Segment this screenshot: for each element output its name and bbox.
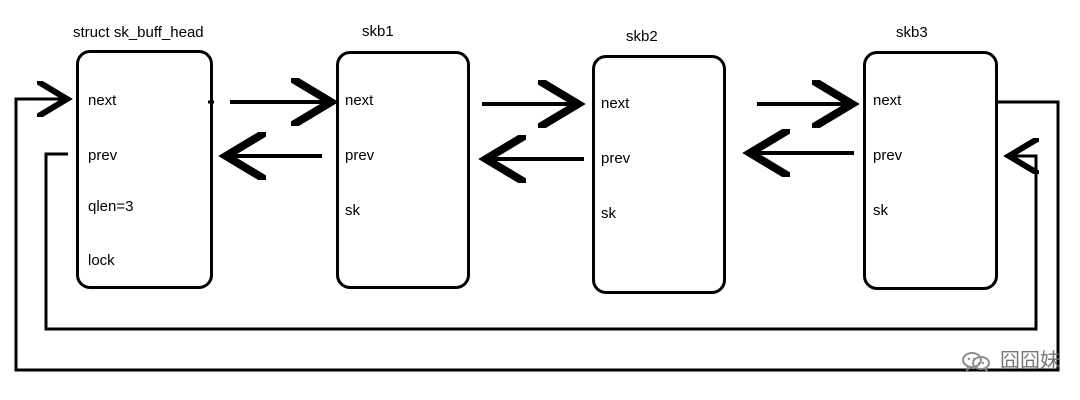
skb3-field-prev: prev xyxy=(873,147,903,164)
wechat-icon xyxy=(960,350,994,372)
skb3-next-loop-to-head-connector xyxy=(14,99,1060,372)
skb1-title: skb1 xyxy=(362,23,394,40)
watermark: 囧囧妹 xyxy=(960,350,1060,372)
head-title: struct sk_buff_head xyxy=(73,24,204,41)
head-field-next: next xyxy=(88,92,117,109)
skb1-field-prev: prev xyxy=(345,147,375,164)
head-prev-loop-to-skb3-connector xyxy=(44,154,1036,331)
watermark-text: 囧囧妹 xyxy=(1000,350,1060,372)
skb2-title: skb2 xyxy=(626,28,658,45)
skb2-field-next: next xyxy=(601,95,630,112)
skb2-field-sk: sk xyxy=(601,205,616,222)
skb2-node-box xyxy=(592,55,726,294)
skb2-field-prev: prev xyxy=(601,150,631,167)
skb3-field-sk: sk xyxy=(873,202,888,219)
skb1-field-next: next xyxy=(345,92,374,109)
skb1-field-sk: sk xyxy=(345,202,360,219)
head-field-lock: lock xyxy=(88,252,115,269)
skb3-field-next: next xyxy=(873,92,902,109)
skb3-title: skb3 xyxy=(896,24,928,41)
skb3-node-box xyxy=(863,51,998,290)
skb1-node-box xyxy=(336,51,470,289)
head-field-prev: prev xyxy=(88,147,118,164)
head-field-qlen: qlen=3 xyxy=(88,198,134,215)
head-node-box xyxy=(76,50,213,289)
